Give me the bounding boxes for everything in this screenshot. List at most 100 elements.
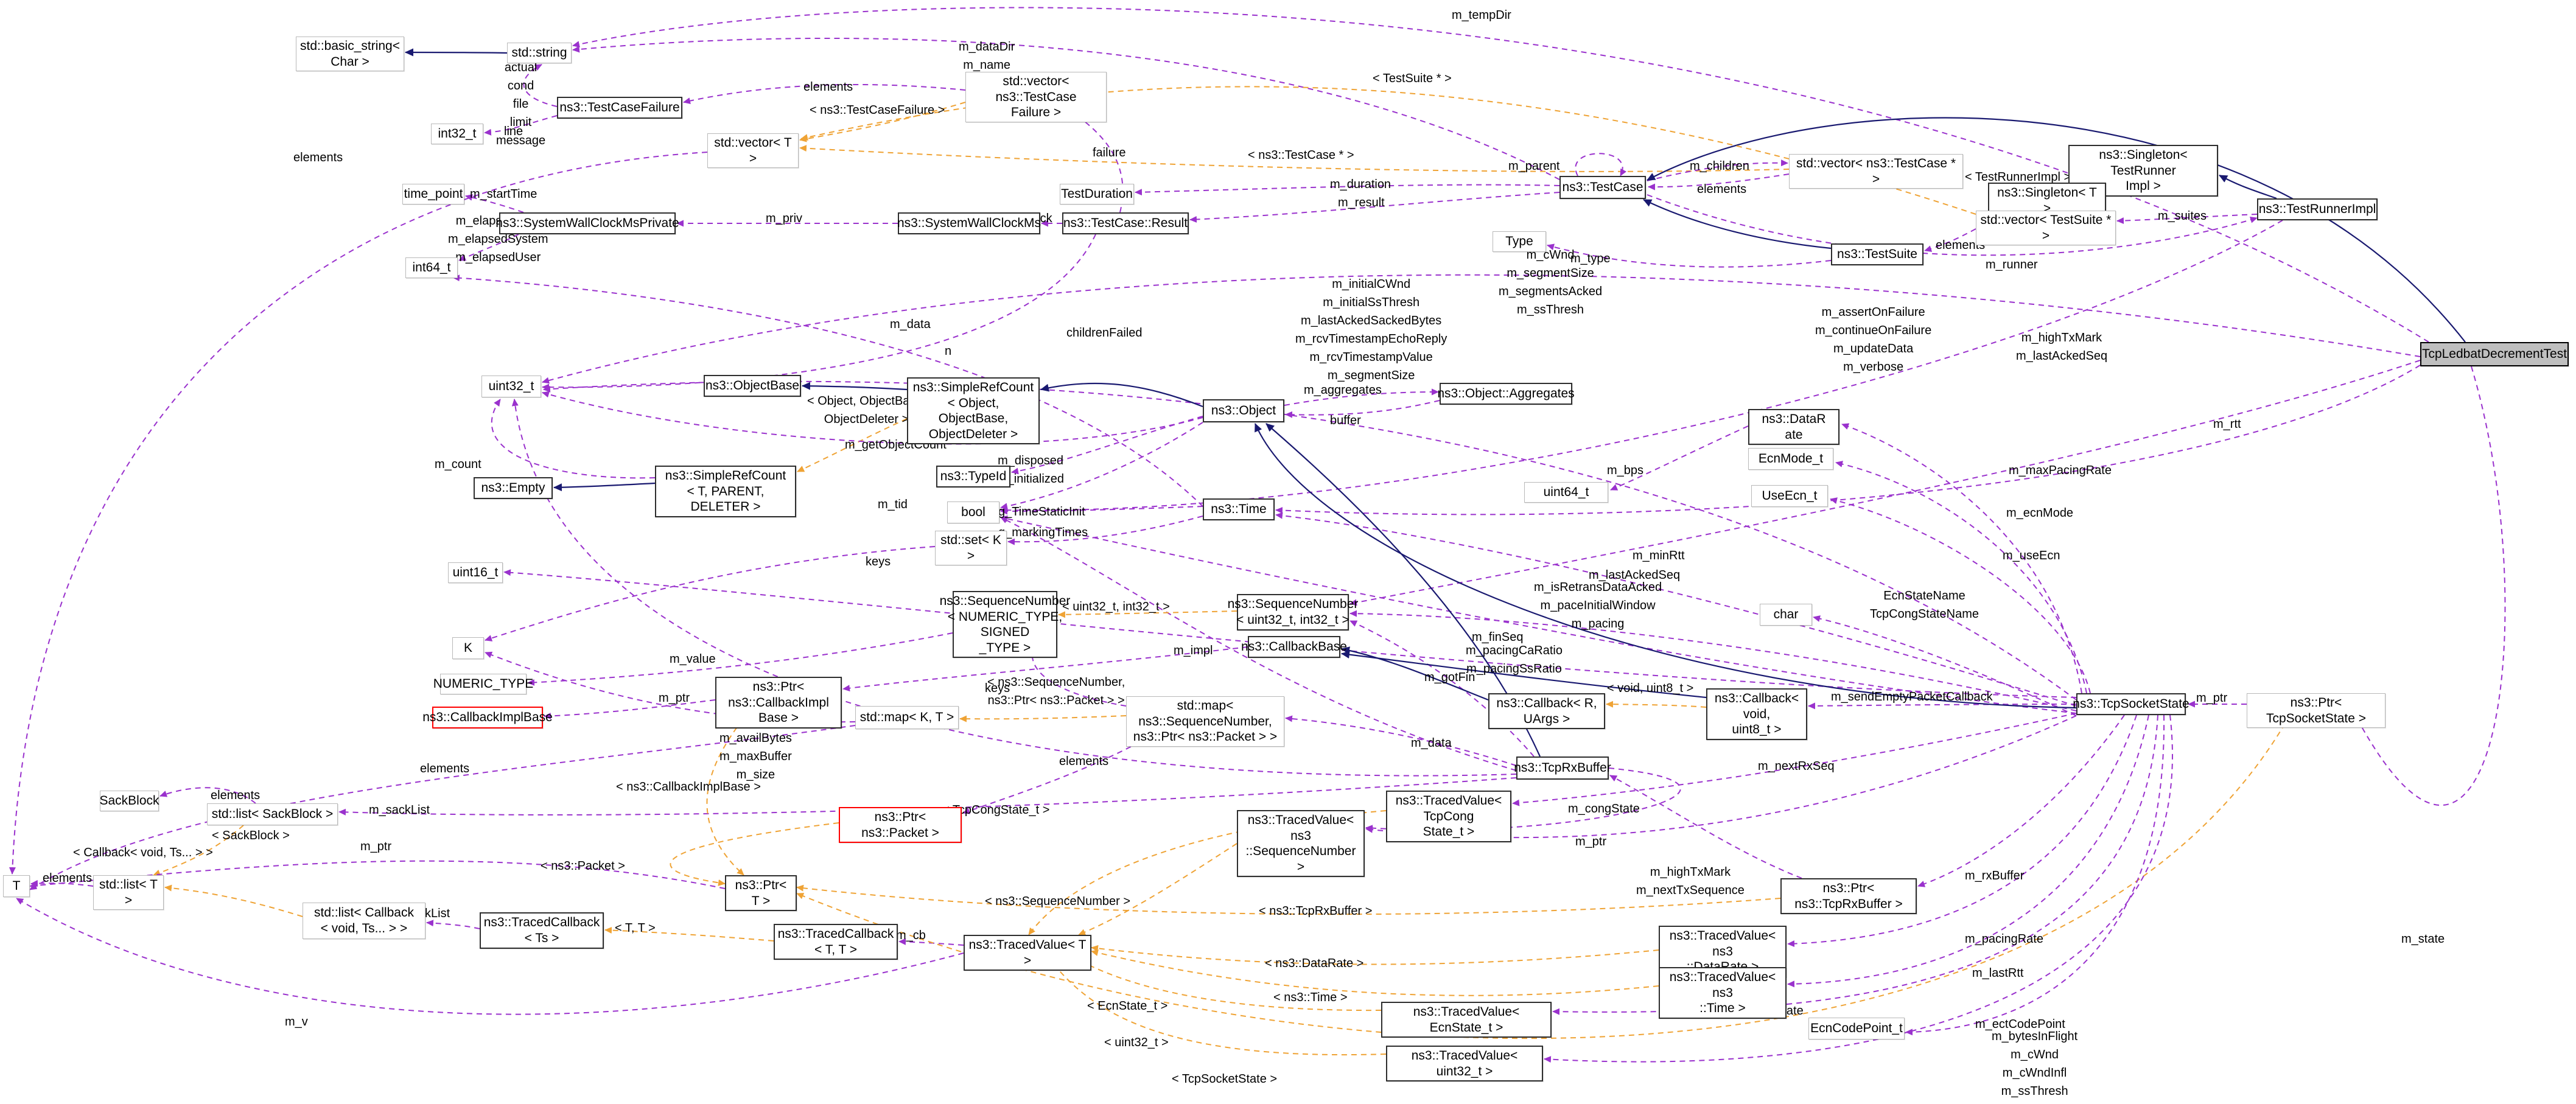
member-edge	[159, 787, 256, 804]
node-timepoint[interactable]: time_point	[402, 184, 464, 204]
node-int64[interactable]: int64_t	[405, 257, 458, 278]
edge-label: m_initialCWnd m_initialSsThresh m_lastAc…	[1295, 278, 1447, 382]
node-object[interactable]: ns3::Object	[1203, 399, 1284, 422]
member-edge	[16, 898, 964, 1015]
member-edge	[1189, 192, 1560, 223]
node-setK[interactable]: std::set< K >	[935, 531, 1007, 566]
node-cbRUArgs[interactable]: ns3::Callback< R, UArgs >	[1488, 693, 1605, 730]
node-vectorT[interactable]: std::vector< T >	[707, 133, 799, 169]
node-singletonTRI[interactable]: ns3::Singleton< TestRunner Impl >	[2068, 145, 2218, 197]
node-ptrTSS[interactable]: ns3::Ptr< TcpSocketState >	[2247, 693, 2385, 728]
edge-label: < SackBlock >	[212, 829, 290, 842]
node-cbimplbase[interactable]: ns3::CallbackImplBase	[422, 707, 553, 728]
node-datarate[interactable]: ns3::DataR ate	[1748, 409, 1839, 445]
inheritance-edge	[1040, 382, 1203, 408]
node-testcase[interactable]: ns3::TestCase	[1559, 176, 1646, 199]
node-stdstring[interactable]: std::string	[507, 43, 572, 63]
node-uint16[interactable]: uint16_t	[448, 562, 503, 583]
node-tvU32[interactable]: ns3::TracedValue< uint32_t >	[1386, 1046, 1543, 1082]
node-ledbat[interactable]: TcpLedbatDecrementTest	[2420, 342, 2569, 366]
node-typeid[interactable]: ns3::TypeId	[936, 466, 1010, 487]
edge-label: m_dataDir m_name	[959, 40, 1015, 72]
node-tcbTs[interactable]: ns3::TracedCallback < Ts >	[480, 912, 604, 949]
node-tcfailure[interactable]: ns3::TestCaseFailure	[557, 97, 682, 119]
edge-label: m_maxPacingRate	[2009, 464, 2112, 477]
edge-label: m_bps	[1607, 464, 1644, 477]
edge-label: < ns3::TestCase * >	[1248, 148, 1354, 162]
node-listSack[interactable]: std::list< SackBlock >	[207, 803, 338, 825]
node-simplerefT[interactable]: ns3::SimpleRefCount < T, PARENT, DELETER…	[655, 466, 796, 517]
node-aggregates[interactable]: ns3::Object::Aggregates	[1437, 383, 1575, 405]
node-charbox[interactable]: char	[1760, 604, 1812, 626]
member-edge	[1135, 184, 1560, 196]
edge-label: m_startTime	[470, 187, 537, 201]
node-ptrCbImpl[interactable]: ns3::Ptr< ns3::CallbackImpl Base >	[715, 677, 842, 728]
member-edge	[1000, 422, 1203, 510]
node-callbackbase[interactable]: ns3::CallbackBase	[1241, 636, 1347, 658]
node-tss[interactable]: ns3::TcpSocketState	[2073, 693, 2189, 715]
node-listT[interactable]: std::list< T >	[93, 875, 164, 910]
node-useecn[interactable]: UseEcn_t	[1751, 485, 1828, 507]
node-basicstring[interactable]: std::basic_string< Char >	[296, 37, 404, 72]
node-cbVoidU8[interactable]: ns3::Callback< void, uint8_t >	[1706, 688, 1807, 740]
node-listCb[interactable]: std::list< Callback < void, Ts... > >	[303, 903, 425, 939]
member-edge	[1349, 610, 2077, 711]
node-tvCong[interactable]: ns3::TracedValue< TcpCong State_t >	[1386, 791, 1511, 842]
edge-label: keys	[985, 682, 1010, 695]
node-mapKT[interactable]: std::map< K, T >	[855, 706, 959, 729]
node-ptrPacket[interactable]: ns3::Ptr< ns3::Packet >	[839, 807, 962, 844]
node-sackblock[interactable]: SackBlock	[99, 791, 159, 811]
node-mapSeqPkt[interactable]: std::map< ns3::SequenceNumber, ns3::Ptr<…	[1126, 696, 1284, 747]
node-uint64[interactable]: uint64_t	[1524, 482, 1608, 503]
node-objectbase[interactable]: ns3::ObjectBase	[704, 375, 801, 397]
node-numerictype[interactable]: NUMERIC_TYPE	[433, 674, 533, 694]
member-edge	[542, 274, 2421, 384]
node-vectorTCptr[interactable]: std::vector< ns3::TestCase * >	[1789, 154, 1963, 189]
node-vectorTCF[interactable]: std::vector< ns3::TestCase Failure >	[965, 72, 1107, 122]
node-empty[interactable]: ns3::Empty	[474, 477, 553, 499]
node-ecnmode[interactable]: EcnMode_t	[1748, 448, 1833, 470]
node-testduration[interactable]: TestDuration	[1060, 184, 1134, 204]
member-edge	[1000, 517, 1517, 771]
edge-label: g_TimeStaticInit	[998, 505, 1085, 519]
node-seqNum32[interactable]: ns3::SequenceNumber < uint32_t, int32_t …	[1228, 594, 1358, 631]
node-tvT[interactable]: ns3::TracedValue< T >	[964, 935, 1091, 971]
member-edge	[523, 64, 558, 107]
node-vectorTS[interactable]: std::vector< TestSuite * >	[1976, 211, 2116, 246]
template-edge	[670, 822, 839, 886]
node-typebox[interactable]: Type	[1493, 231, 1546, 252]
template-edge	[153, 825, 244, 876]
node-ecncodepoint[interactable]: EcnCodePoint_t	[1808, 1018, 1905, 1039]
node-testsuite[interactable]: ns3::TestSuite	[1831, 243, 1923, 265]
node-ptrRxBuf[interactable]: ns3::Ptr< ns3::TcpRxBuffer >	[1780, 878, 1917, 915]
template-edge	[796, 714, 2291, 1039]
node-tbox[interactable]: T	[3, 875, 30, 897]
edge-label: < ns3::CallbackImplBase >	[616, 780, 761, 794]
node-boolbox[interactable]: bool	[947, 501, 999, 523]
edge-label: m_assertOnFailure m_continueOnFailure m_…	[1815, 306, 1932, 374]
node-uint32[interactable]: uint32_t	[481, 376, 541, 397]
node-ptrT[interactable]: ns3::Ptr< T >	[725, 875, 797, 912]
edge-label: elements	[1697, 183, 1747, 196]
node-tvSeq[interactable]: ns3::TracedValue< ns3 ::SequenceNumber >	[1237, 810, 1365, 878]
node-seqNumTpl[interactable]: ns3::SequenceNumber < NUMERIC_TYPE, SIGN…	[940, 591, 1070, 659]
member-edge	[1787, 714, 2137, 948]
edge-label: m_cb	[896, 929, 926, 942]
node-tcprxbuffer[interactable]: ns3::TcpRxBuffer	[1514, 756, 1611, 780]
node-swcm[interactable]: ns3::SystemWallClockMs	[897, 212, 1041, 234]
node-kbox[interactable]: K	[452, 637, 484, 659]
member-edge	[511, 399, 1517, 777]
node-tcbTT[interactable]: ns3::TracedCallback < T, T >	[774, 924, 898, 960]
edge-label: m_bytesInFlight m_cWnd m_cWndInfl m_ssTh…	[1992, 1030, 2078, 1098]
node-tvTime[interactable]: ns3::TracedValue< ns3 ::Time >	[1659, 967, 1787, 1019]
node-simplerefObj[interactable]: ns3::SimpleRefCount < Object, ObjectBase…	[907, 377, 1040, 445]
node-tvEcn[interactable]: ns3::TracedValue< EcnState_t >	[1381, 1002, 1552, 1038]
node-time[interactable]: ns3::Time	[1203, 498, 1275, 520]
node-tcresult[interactable]: ns3::TestCase::Result	[1062, 212, 1189, 234]
node-testrunnerimpl[interactable]: ns3::TestRunnerImpl	[2257, 198, 2378, 220]
edge-label: m_cWnd m_segmentSize m_segmentsAcked m_s…	[1499, 248, 1603, 316]
edge-label: m_impl	[1174, 644, 1213, 657]
node-int32[interactable]: int32_t	[431, 124, 483, 144]
node-swcmPriv[interactable]: ns3::SystemWallClockMsPrivate	[495, 212, 679, 234]
